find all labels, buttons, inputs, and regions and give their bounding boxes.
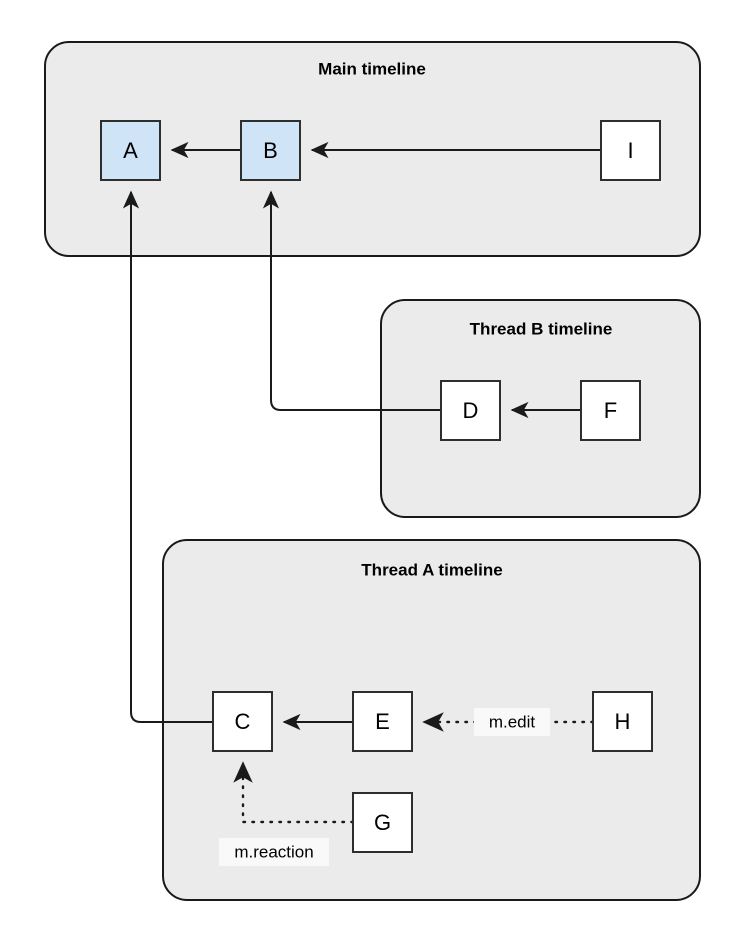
edge-label-m-reaction-text: m.reaction <box>234 842 313 861</box>
node-e[interactable]: E <box>352 691 413 752</box>
node-a-label: A <box>123 138 138 163</box>
node-h-box <box>592 691 653 752</box>
node-e-box <box>352 691 413 752</box>
edge-label-m-reaction-bg <box>219 838 329 866</box>
node-h-label: H <box>615 709 631 734</box>
edge-c-to-a[interactable] <box>122 190 213 723</box>
edge-label-m-edit: m.edit <box>474 708 550 736</box>
node-g[interactable]: G <box>352 792 413 853</box>
node-b-label: B <box>263 138 278 163</box>
node-a-box <box>100 120 161 181</box>
container-thread-b-timeline-box <box>380 299 701 518</box>
node-d[interactable]: D <box>440 380 501 441</box>
node-b[interactable]: B <box>240 120 301 181</box>
node-f-box <box>580 380 641 441</box>
node-e-label: E <box>375 709 390 734</box>
container-thread-b-timeline-title: Thread B timeline <box>470 319 613 338</box>
node-f-label: F <box>604 398 617 423</box>
node-d-label: D <box>463 398 479 423</box>
node-a[interactable]: A <box>100 120 161 181</box>
node-c-box <box>212 691 273 752</box>
node-g-box <box>352 792 413 853</box>
container-main-timeline-title: Main timeline <box>318 59 426 78</box>
node-i[interactable]: I <box>600 120 661 181</box>
edge-label-m-edit-text: m.edit <box>489 712 536 731</box>
node-g-label: G <box>374 810 391 835</box>
edge-d-to-b[interactable] <box>262 190 441 411</box>
edge-g-to-c[interactable] <box>233 761 355 824</box>
node-c[interactable]: C <box>212 691 273 752</box>
node-d-box <box>440 380 501 441</box>
node-i-label: I <box>627 138 633 163</box>
container-thread-b-timeline[interactable]: Thread B timeline <box>380 299 701 518</box>
container-thread-a-timeline-title: Thread A timeline <box>361 560 502 579</box>
node-c-label: C <box>235 709 251 734</box>
edge-label-m-reaction: m.reaction <box>219 838 329 866</box>
node-h[interactable]: H <box>592 691 653 752</box>
node-f[interactable]: F <box>580 380 641 441</box>
node-i-box <box>600 120 661 181</box>
node-b-box <box>240 120 301 181</box>
edge-label-m-edit-bg <box>474 708 550 736</box>
